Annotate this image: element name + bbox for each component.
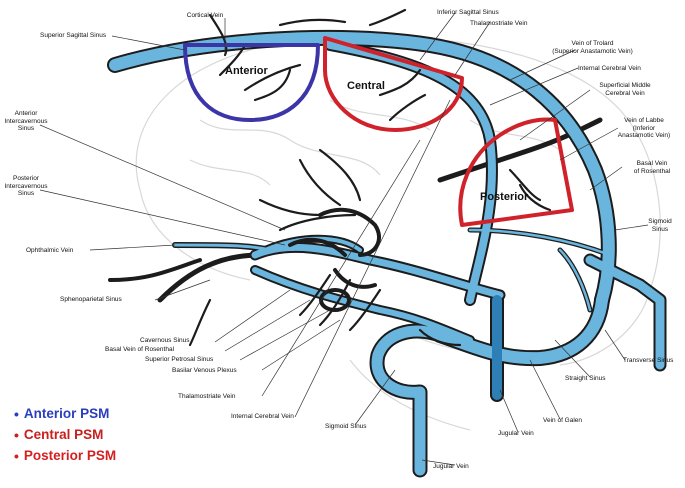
legend-item-central: • Central PSM <box>14 424 116 445</box>
veins-outline <box>107 29 667 478</box>
legend-item-anterior: • Anterior PSM <box>14 403 116 424</box>
label-internal-cerebral-vein-top: Internal Cerebral Vein <box>578 65 641 72</box>
label-vein-of-trolard: Vein of Trolard (Superior Anastamotic Ve… <box>552 40 633 55</box>
label-sphenoparietal-sinus: Sphenoparietal Sinus <box>60 296 122 303</box>
label-superficial-middle-cerebral-vein: Superficial Middle Cerebral Vein <box>599 82 651 97</box>
label-superior-sagittal-sinus: Superior Sagittal Sinus <box>40 32 107 39</box>
label-jugular-vein-mid: Jugular Vein <box>498 430 534 437</box>
leader-lines <box>39 12 649 466</box>
label-sigmoid-sinus-right: Sigmoid Sinus <box>648 218 672 233</box>
label-thalamostriate-vein-bottom: Thalamostriate Vein <box>178 393 236 400</box>
label-cortical-vein: Cortical Vein <box>186 12 224 19</box>
label-vein-of-galen: Vein of Galen <box>543 417 583 424</box>
label-ophthalmic-vein: Ophthalmic Vein <box>26 247 74 254</box>
label-superior-petrosal-sinus: Superior Petrosal Sinus <box>145 356 214 363</box>
label-basilar-venous-plexus: Basilar Venous Plexus <box>172 367 237 374</box>
label-straight-sinus: Straight Sinus <box>565 375 606 382</box>
anterior-zone-outline <box>183 43 320 122</box>
label-basal-vein-of-rosenthal-bottom: Basal Vein of Rosenthal <box>105 346 175 353</box>
label-transverse-sinus: Transverse Sinus <box>623 357 674 364</box>
legend-label-posterior: Posterior PSM <box>23 448 117 463</box>
cortical-branches <box>188 8 552 347</box>
legend-label-central: Central PSM <box>23 427 104 442</box>
label-sigmoid-sinus-bottom: Sigmoid Sinus <box>325 423 367 430</box>
label-jugular-vein-bottom: Jugular Vein <box>433 463 469 470</box>
veins-fill <box>109 31 665 476</box>
label-cavernous-sinus: Cavernous Sinus <box>140 337 190 344</box>
legend-dot-central: • <box>14 426 19 443</box>
label-basal-vein-of-rosenthal-right: Basal Vein of Rosenthal <box>633 160 671 175</box>
label-anterior-intercavernous-sinus: Anterior Intercavernous Sinus <box>4 110 48 132</box>
legend-dot-posterior: • <box>14 447 19 464</box>
psm-legend: • Anterior PSM • Central PSM • Posterior… <box>14 403 116 466</box>
zone-label-central: Central <box>347 80 385 92</box>
central-zone-outline <box>323 36 464 132</box>
label-internal-cerebral-vein-bottom: Internal Cerebral Vein <box>231 413 294 420</box>
legend-label-anterior: Anterior PSM <box>23 406 110 421</box>
zone-label-posterior: Posterior <box>480 191 529 203</box>
posterior-zone-outline <box>458 117 574 227</box>
label-inferior-sagittal-sinus: Inferior Sagittal Sinus <box>437 9 499 16</box>
label-vein-of-labbe: Vein of Labbe (Inferior Anastamotic Vein… <box>617 117 671 139</box>
legend-dot-anterior: • <box>14 405 19 422</box>
legend-item-posterior: • Posterior PSM <box>14 445 116 466</box>
zone-label-anterior: Anterior <box>225 65 268 77</box>
label-posterior-intercavernous-sinus: Posterior Intercavernous Sinus <box>4 175 48 197</box>
label-thalamostriate-vein-top: Thalamostriate Vein <box>470 20 528 27</box>
